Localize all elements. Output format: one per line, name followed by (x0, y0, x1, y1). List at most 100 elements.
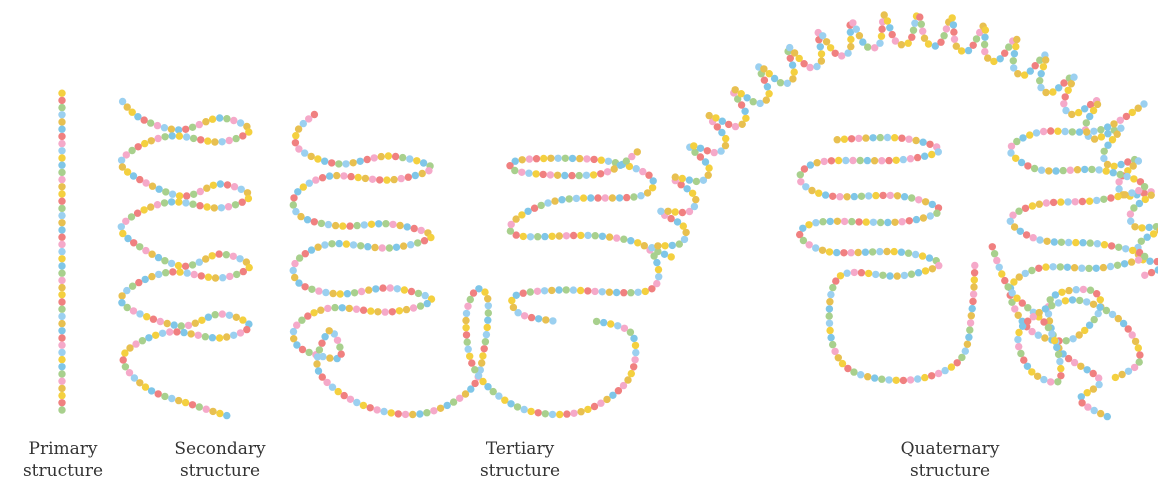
amino-acid-bead (989, 243, 996, 250)
amino-acid-bead (1107, 263, 1114, 270)
amino-acid-bead (884, 219, 891, 226)
amino-acid-bead (606, 233, 613, 240)
amino-acid-bead (362, 175, 369, 182)
amino-acid-bead (518, 211, 525, 218)
amino-acid-bead (1097, 126, 1104, 133)
amino-acid-bead (1136, 351, 1143, 358)
amino-acid-bead (294, 188, 301, 195)
amino-acid-bead (58, 226, 65, 233)
amino-acid-bead (134, 113, 141, 120)
amino-acid-bead (225, 203, 232, 210)
amino-acid-bead (404, 223, 411, 230)
amino-acid-bead (295, 125, 302, 132)
amino-acid-bead (858, 269, 865, 276)
amino-acid-bead (326, 172, 333, 179)
amino-acid-bead (1057, 365, 1064, 372)
amino-acid-bead (382, 220, 389, 227)
amino-acid-bead (1138, 224, 1145, 231)
amino-acid-bead (741, 108, 748, 115)
amino-acid-bead (1101, 241, 1108, 248)
amino-acid-bead (319, 174, 326, 181)
amino-acid-bead (562, 155, 569, 162)
amino-acid-bead (1042, 89, 1049, 96)
amino-acid-bead (886, 24, 893, 31)
amino-acid-bead (789, 75, 796, 82)
amino-acid-bead (964, 341, 971, 348)
amino-acid-bead (1107, 194, 1114, 201)
amino-acid-bead (937, 39, 944, 46)
amino-acid-bead (624, 376, 631, 383)
amino-acid-bead (1095, 310, 1102, 317)
amino-acid-bead (375, 220, 382, 227)
amino-acid-bead (1070, 74, 1077, 81)
amino-acid-bead (58, 378, 65, 385)
amino-acid-bead (1091, 407, 1098, 414)
amino-acid-bead (949, 14, 956, 21)
amino-acid-bead (423, 409, 430, 416)
amino-acid-bead (869, 134, 876, 141)
amino-acid-bead (634, 148, 641, 155)
amino-acid-bead (683, 185, 690, 192)
amino-acid-bead (577, 287, 584, 294)
amino-acid-bead (149, 183, 156, 190)
amino-acid-bead (155, 390, 162, 397)
amino-acid-bead (1100, 196, 1107, 203)
amino-acid-bead (347, 173, 354, 180)
amino-acid-bead (877, 219, 884, 226)
amino-acid-bead (312, 176, 319, 183)
amino-acid-bead (1001, 50, 1008, 57)
amino-acid-bead (232, 135, 239, 142)
amino-acid-bead (1028, 328, 1035, 335)
amino-acid-bead (58, 342, 65, 349)
amino-acid-bead (981, 41, 988, 48)
amino-acid-bead (484, 317, 491, 324)
amino-acid-bead (141, 140, 148, 147)
amino-acid-bead (1135, 344, 1142, 351)
amino-acid-bead (1129, 247, 1136, 254)
amino-acid-bead (311, 218, 318, 225)
amino-acid-bead (304, 216, 311, 223)
amino-acid-bead (620, 289, 627, 296)
amino-acid-bead (606, 289, 613, 296)
amino-acid-bead (463, 310, 470, 317)
amino-acid-bead (360, 402, 367, 409)
amino-acid-bead (314, 244, 321, 251)
amino-acid-bead (686, 176, 693, 183)
amino-acid-bead (164, 320, 171, 327)
amino-acid-bead (722, 142, 729, 149)
amino-acid-bead (411, 225, 418, 232)
amino-acid-bead (118, 223, 125, 230)
amino-acid-bead (58, 234, 65, 241)
amino-acid-bead (631, 356, 638, 363)
amino-acid-bead (173, 328, 180, 335)
amino-acid-bead (532, 170, 539, 177)
amino-acid-bead (224, 181, 231, 188)
amino-acid-bead (481, 345, 488, 352)
amino-acid-bead (1004, 283, 1011, 290)
amino-acid-bead (1128, 258, 1135, 265)
amino-acid-bead (1048, 330, 1055, 337)
amino-acid-bead (154, 122, 161, 129)
tertiary-structure-fold (290, 111, 663, 418)
amino-acid-bead (513, 292, 520, 299)
amino-acid-bead (388, 409, 395, 416)
amino-acid-bead (1078, 265, 1085, 272)
amino-acid-bead (926, 141, 933, 148)
amino-acid-bead (169, 132, 176, 139)
amino-acid-bead (605, 158, 612, 165)
amino-acid-bead (1093, 265, 1100, 272)
amino-acid-bead (176, 268, 183, 275)
amino-acid-bead (466, 353, 473, 360)
amino-acid-bead (226, 273, 233, 280)
amino-acid-bead (919, 139, 926, 146)
amino-acid-bead (437, 405, 444, 412)
amino-acid-bead (483, 331, 490, 338)
amino-acid-bead (990, 58, 997, 65)
amino-acid-bead (406, 155, 413, 162)
amino-acid-bead (864, 373, 871, 380)
amino-acid-bead (858, 193, 865, 200)
amino-acid-bead (847, 36, 854, 43)
amino-acid-bead (907, 155, 914, 162)
amino-acid-bead (1017, 228, 1024, 235)
amino-acid-bead (908, 271, 915, 278)
